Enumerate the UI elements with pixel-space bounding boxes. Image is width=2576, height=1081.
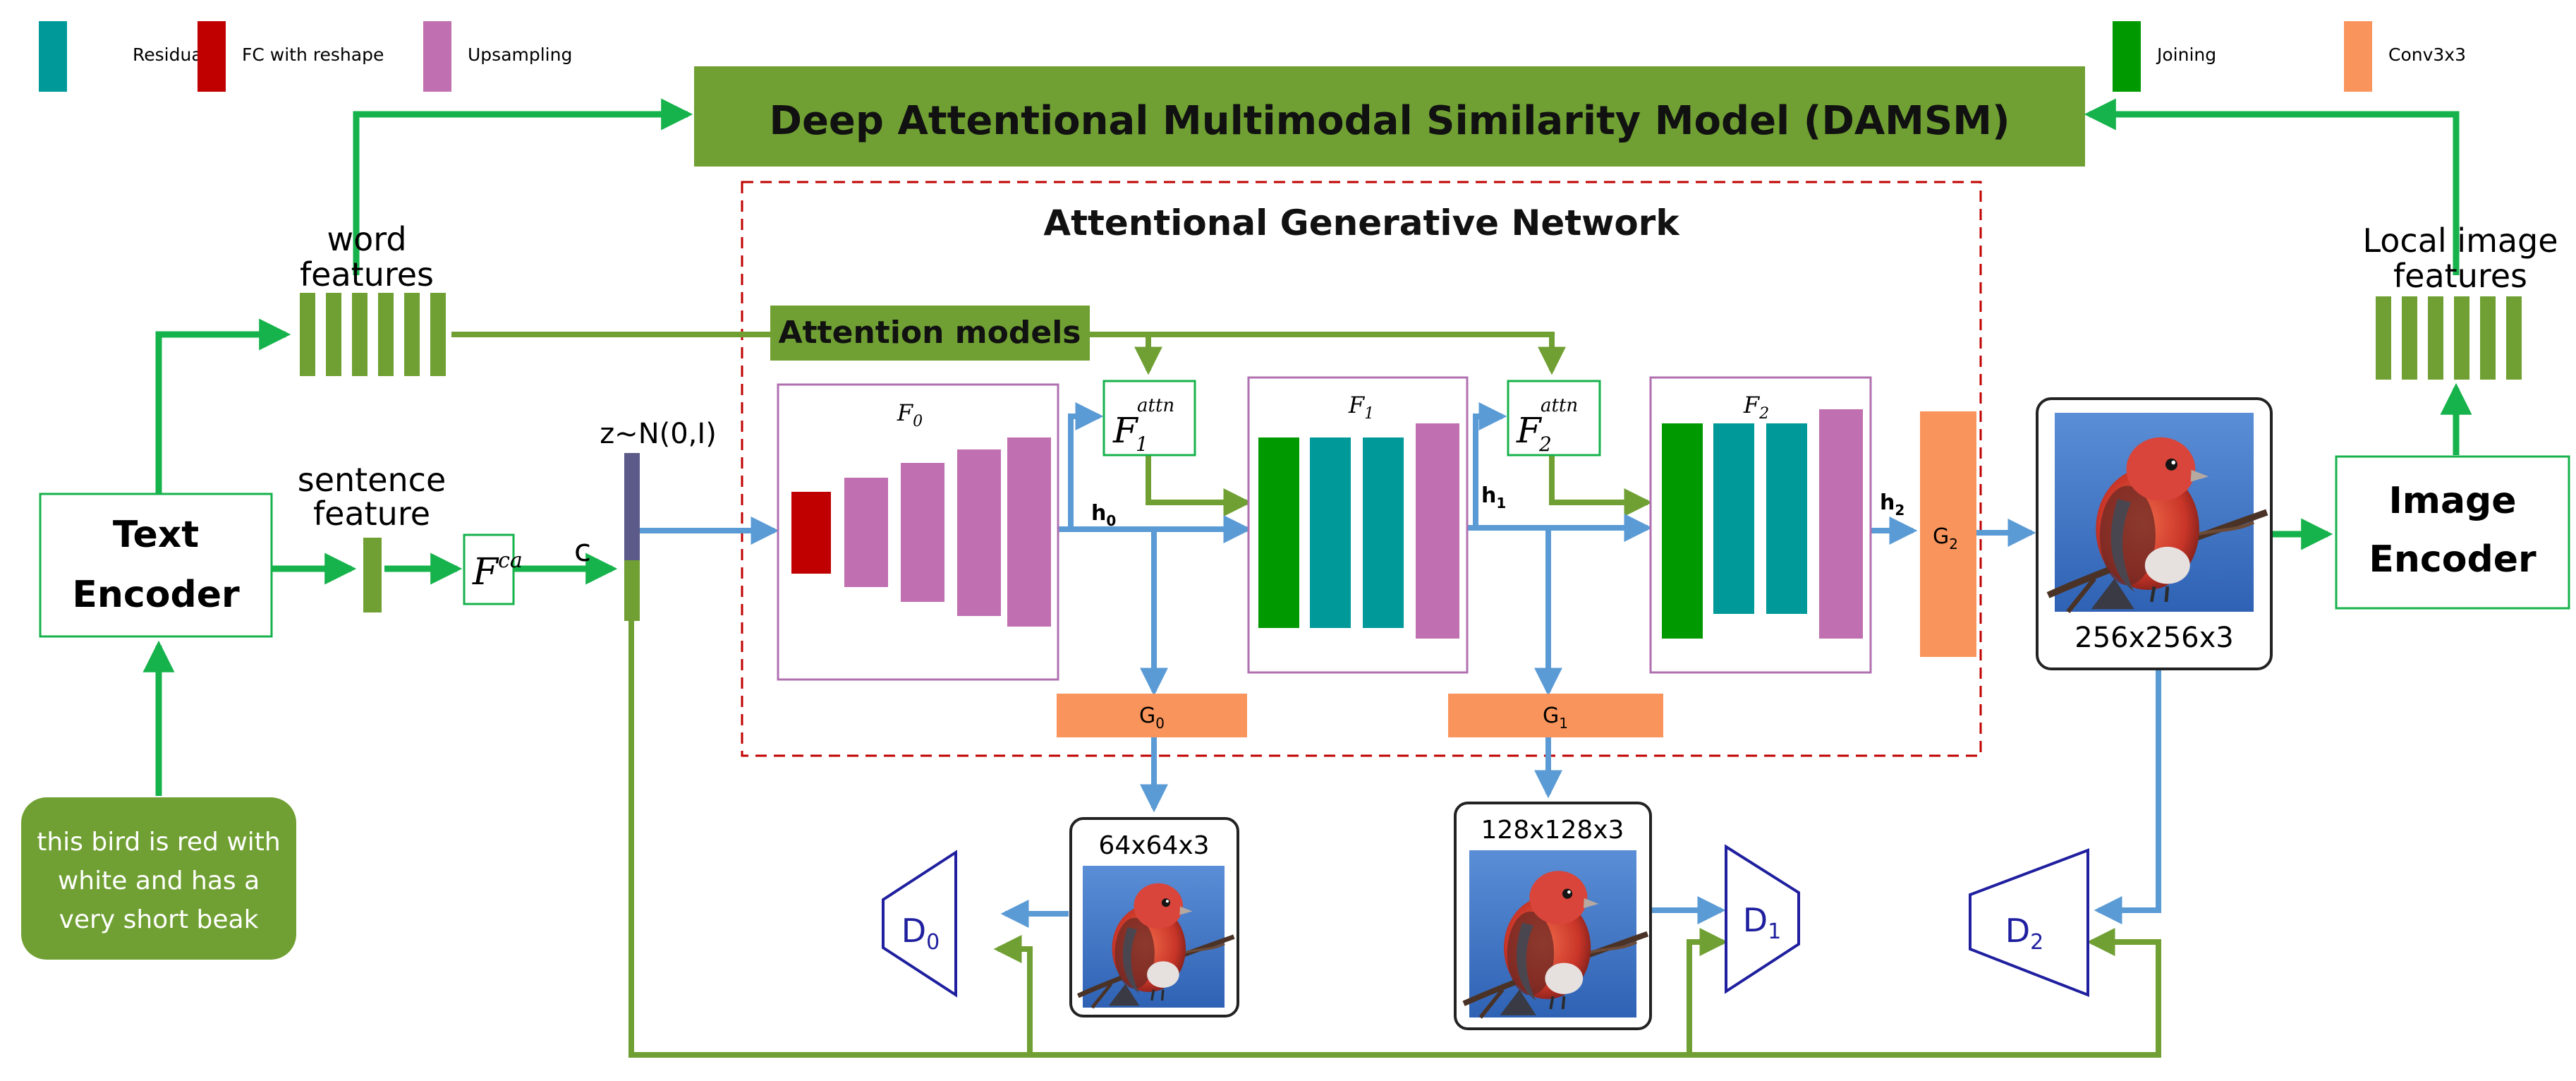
connections — [142, 98, 2472, 1058]
z-noise-label: z~N(0,I) — [600, 418, 717, 450]
f2-residual-block-2 — [1766, 423, 1807, 614]
g0-box — [1057, 694, 1247, 737]
f1-upsample-block — [1416, 423, 1459, 639]
f2-attn-box — [1507, 380, 1601, 457]
f1-attn-box — [1102, 380, 1196, 457]
d0-label: D0 — [901, 912, 940, 955]
image-encoder-label-1: Image — [2388, 480, 2516, 522]
word-features-label-1: word — [327, 220, 406, 258]
text-encoder-label-2: Encoder — [72, 574, 240, 616]
noise-vector — [624, 453, 640, 560]
image-64-bird — [1078, 866, 1234, 1008]
image-64-label: 64x64x3 — [1098, 831, 1209, 860]
legend-upsampling-label: Upsampling — [468, 44, 572, 65]
sentence-feature-label-2: feature — [313, 495, 430, 533]
f2-label: F2 — [1743, 392, 1769, 423]
f1-joining-block — [1258, 437, 1299, 628]
f1-residual-block-1 — [1310, 437, 1351, 628]
f2-attn-label: F2attn — [1516, 395, 1578, 456]
g1-label: G1 — [1543, 703, 1568, 732]
text-encoder-label-1: Text — [113, 514, 199, 556]
agn-dashed-frame — [741, 181, 1982, 757]
f0-upsample-block-1 — [844, 478, 888, 587]
fca-label: Fca — [472, 548, 523, 593]
legend-joining-swatch — [2113, 21, 2141, 92]
legend-upsampling-swatch — [423, 21, 451, 92]
caption-line-1: this bird is red with — [37, 828, 280, 857]
legend-fc-swatch — [198, 21, 226, 92]
legend-conv-label: Conv3x3 — [2388, 44, 2466, 65]
image-256-bird — [2048, 413, 2267, 612]
d2-trapezoid — [1969, 848, 2089, 997]
d1-trapezoid — [1725, 844, 1800, 994]
caption-line-3: very short beak — [59, 905, 259, 934]
c-label: c — [574, 533, 591, 569]
sentence-feature-label-1: sentence — [298, 461, 446, 499]
text-encoder-box — [39, 493, 273, 638]
f1-residual-block-2 — [1363, 437, 1404, 628]
legend-conv-swatch — [2344, 21, 2372, 92]
local-features-label-1: Local image — [2362, 222, 2558, 260]
g2-box — [1920, 411, 1976, 657]
h0-label: h0 — [1091, 501, 1116, 529]
damsm-box — [694, 66, 2085, 167]
agn-title: Attentional Generative Network — [1043, 203, 1680, 243]
damsm-title: Deep Attentional Multimodal Similarity M… — [769, 98, 2010, 144]
f2-upsample-block — [1819, 409, 1863, 639]
g1-box — [1448, 694, 1663, 737]
h1-label: h1 — [1481, 483, 1506, 512]
word-features-label-2: features — [300, 255, 434, 294]
word-features-vectors — [300, 293, 446, 376]
condition-vector — [624, 560, 640, 621]
caption-bubble — [21, 797, 296, 960]
attention-models-box — [770, 306, 1090, 361]
f0-upsample-block-3 — [957, 449, 1001, 616]
image-128-bird — [1464, 850, 1648, 1017]
image-128-label: 128x128x3 — [1481, 816, 1624, 845]
caption-line-2: white and has a — [58, 866, 260, 895]
attention-models-label: Attention models — [779, 315, 1081, 351]
f1-label: F1 — [1348, 392, 1374, 423]
image-encoder-label-2: Encoder — [2369, 538, 2536, 581]
f2-residual-block-1 — [1713, 423, 1754, 614]
local-features-label-2: features — [2393, 257, 2527, 295]
f1-attn-label: F1attn — [1112, 395, 1174, 456]
d1-label: D1 — [1743, 901, 1782, 944]
image-encoder-box — [2335, 455, 2570, 610]
g0-label: G0 — [1139, 703, 1165, 732]
f2-joining-block — [1662, 423, 1703, 639]
legend-residual-swatch — [39, 21, 67, 92]
legend: Residual FC with reshape Upsampling Join… — [39, 21, 2466, 92]
f0-fc-block — [791, 492, 831, 574]
fca-box — [463, 533, 515, 605]
g2-label: G2 — [1933, 524, 1958, 552]
image-256-label: 256x256x3 — [2074, 622, 2234, 654]
d0-trapezoid — [882, 850, 957, 998]
sentence-feature-vector — [363, 538, 382, 612]
h2-label: h2 — [1880, 490, 1904, 519]
legend-joining-label: Joining — [2156, 44, 2216, 65]
legend-fc-label: FC with reshape — [242, 44, 384, 65]
local-image-features-vectors — [2376, 296, 2522, 380]
d2-label: D2 — [2005, 912, 2044, 955]
f0-upsample-block-4 — [1007, 437, 1051, 627]
f0-upsample-block-2 — [901, 463, 944, 602]
legend-residual-label: Residual — [133, 44, 207, 65]
f0-label: F0 — [897, 399, 923, 430]
